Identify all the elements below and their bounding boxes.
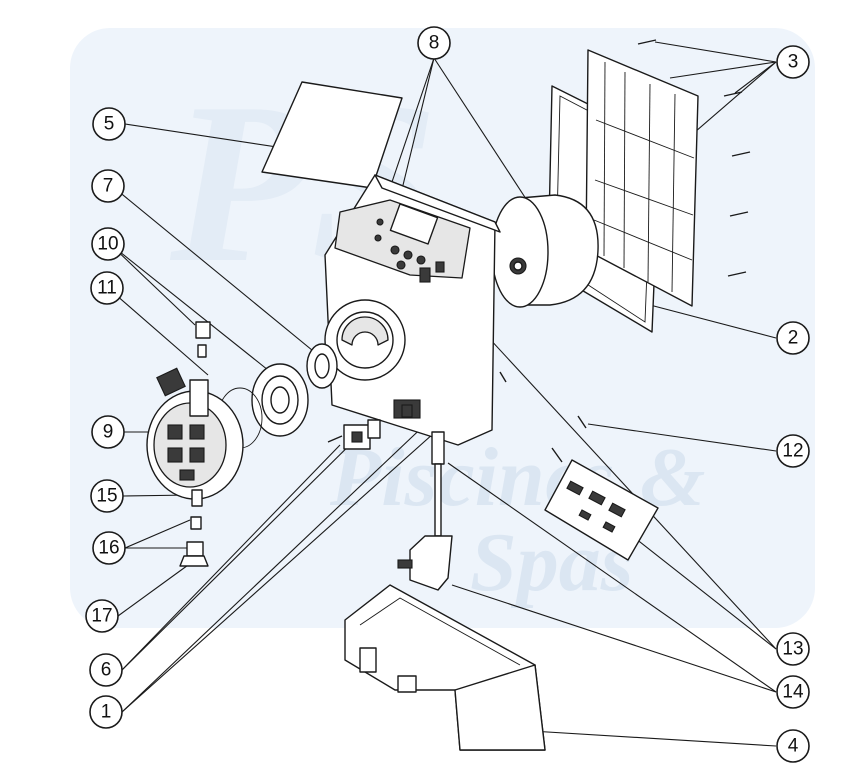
callout-1: 1 — [89, 695, 123, 729]
leader-1b — [121, 407, 463, 713]
callout-label: 7 — [103, 176, 114, 197]
callout-11: 11 — [90, 271, 124, 305]
callout-15: 15 — [90, 479, 124, 513]
callout-4: 4 — [776, 729, 810, 763]
part-cable-gland — [327, 419, 381, 450]
leader-12 — [587, 423, 777, 452]
callout-13: 13 — [776, 632, 810, 666]
part-screws-rear — [637, 39, 751, 277]
leader-lines — [107, 41, 777, 747]
callout-10: 10 — [91, 227, 125, 261]
callout-label: 6 — [101, 660, 112, 681]
callout-label: 12 — [782, 441, 803, 462]
part-diaphragm — [217, 363, 309, 449]
leader-2 — [649, 304, 777, 339]
part-motor — [491, 194, 599, 308]
leader-8c — [433, 57, 531, 206]
callout-label: 10 — [97, 234, 118, 255]
callout-2: 2 — [776, 321, 810, 355]
leader-1a — [121, 417, 433, 713]
callout-12: 12 — [776, 434, 810, 468]
leader-3d — [687, 61, 777, 139]
leader-16a — [124, 519, 191, 549]
callouts: 8 3 5 7 10 11 2 9 12 15 16 17 6 13 14 1 … — [85, 26, 810, 763]
leader-17 — [117, 559, 196, 617]
callout-label: 13 — [782, 639, 803, 660]
leader-10a — [109, 243, 196, 326]
callout-label: 8 — [429, 33, 440, 54]
part-oring — [306, 343, 338, 389]
callout-label: 17 — [91, 606, 112, 627]
leader-14a — [447, 462, 777, 693]
leader-6a — [121, 444, 341, 671]
leader-3c — [734, 61, 777, 94]
leader-13a — [439, 284, 777, 650]
leader-3b — [669, 61, 777, 79]
part-pump-head — [146, 367, 244, 507]
part-fittings — [179, 321, 211, 567]
callout-14: 14 — [776, 675, 810, 709]
callout-label: 9 — [103, 422, 114, 443]
leader-10b — [109, 243, 269, 371]
callout-3: 3 — [776, 45, 810, 79]
callout-label: 5 — [104, 114, 115, 135]
leader-11 — [107, 287, 209, 376]
callout-label: 3 — [788, 52, 799, 73]
callout-5: 5 — [92, 107, 126, 141]
callout-label: 15 — [96, 486, 117, 507]
callout-label: 14 — [782, 682, 804, 703]
leader-3a — [654, 41, 777, 63]
callout-label: 1 — [101, 702, 112, 723]
leader-7 — [111, 185, 319, 356]
callout-label: 16 — [98, 538, 119, 559]
part-power-cable — [397, 431, 453, 591]
part-housing — [324, 174, 501, 446]
leader-4 — [514, 729, 777, 747]
part-pcb — [499, 371, 659, 561]
leader-6b — [121, 419, 376, 671]
callout-label: 11 — [97, 278, 117, 299]
callout-16: 16 — [92, 531, 126, 565]
part-bottom-cover — [344, 584, 546, 751]
leader-14b — [451, 584, 777, 693]
callout-label: 2 — [788, 328, 799, 349]
callout-8: 8 — [417, 26, 451, 60]
callout-17: 17 — [85, 599, 119, 633]
callout-9: 9 — [91, 415, 125, 449]
callout-label: 4 — [788, 736, 799, 757]
callout-6: 6 — [89, 653, 123, 687]
callout-7: 7 — [91, 169, 125, 203]
